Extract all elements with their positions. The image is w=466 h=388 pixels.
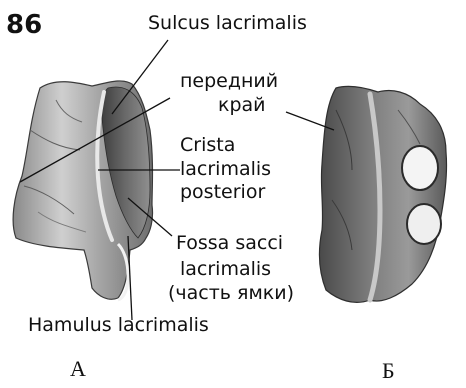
- label-fossa-line1: Fossa sacci: [176, 234, 283, 253]
- label-crista-line1: Crista: [180, 136, 235, 155]
- label-anterior-edge-line2: край: [218, 96, 266, 115]
- label-sulcus-lacrimalis: Sulcus lacrimalis: [148, 14, 307, 33]
- label-fossa-line2: lacrimalis: [180, 260, 271, 279]
- bone-a: [13, 81, 152, 300]
- bone-b-cell-lower: [407, 204, 441, 244]
- bone-b-cell-upper: [402, 146, 438, 190]
- label-anterior-edge-line1: передний: [180, 72, 278, 91]
- label-crista-line3: posterior: [180, 183, 265, 202]
- label-hamulus-lacrimalis: Hamulus lacrimalis: [28, 316, 209, 335]
- label-fossa-line3: (часть ямки): [168, 284, 294, 303]
- bone-b: [319, 86, 446, 302]
- panel-label-b: Б: [382, 360, 395, 382]
- panel-label-a: А: [70, 358, 86, 380]
- bone-b-body: [319, 86, 446, 302]
- label-crista-line2: lacrimalis: [180, 160, 271, 179]
- figure-number: 86: [6, 12, 42, 38]
